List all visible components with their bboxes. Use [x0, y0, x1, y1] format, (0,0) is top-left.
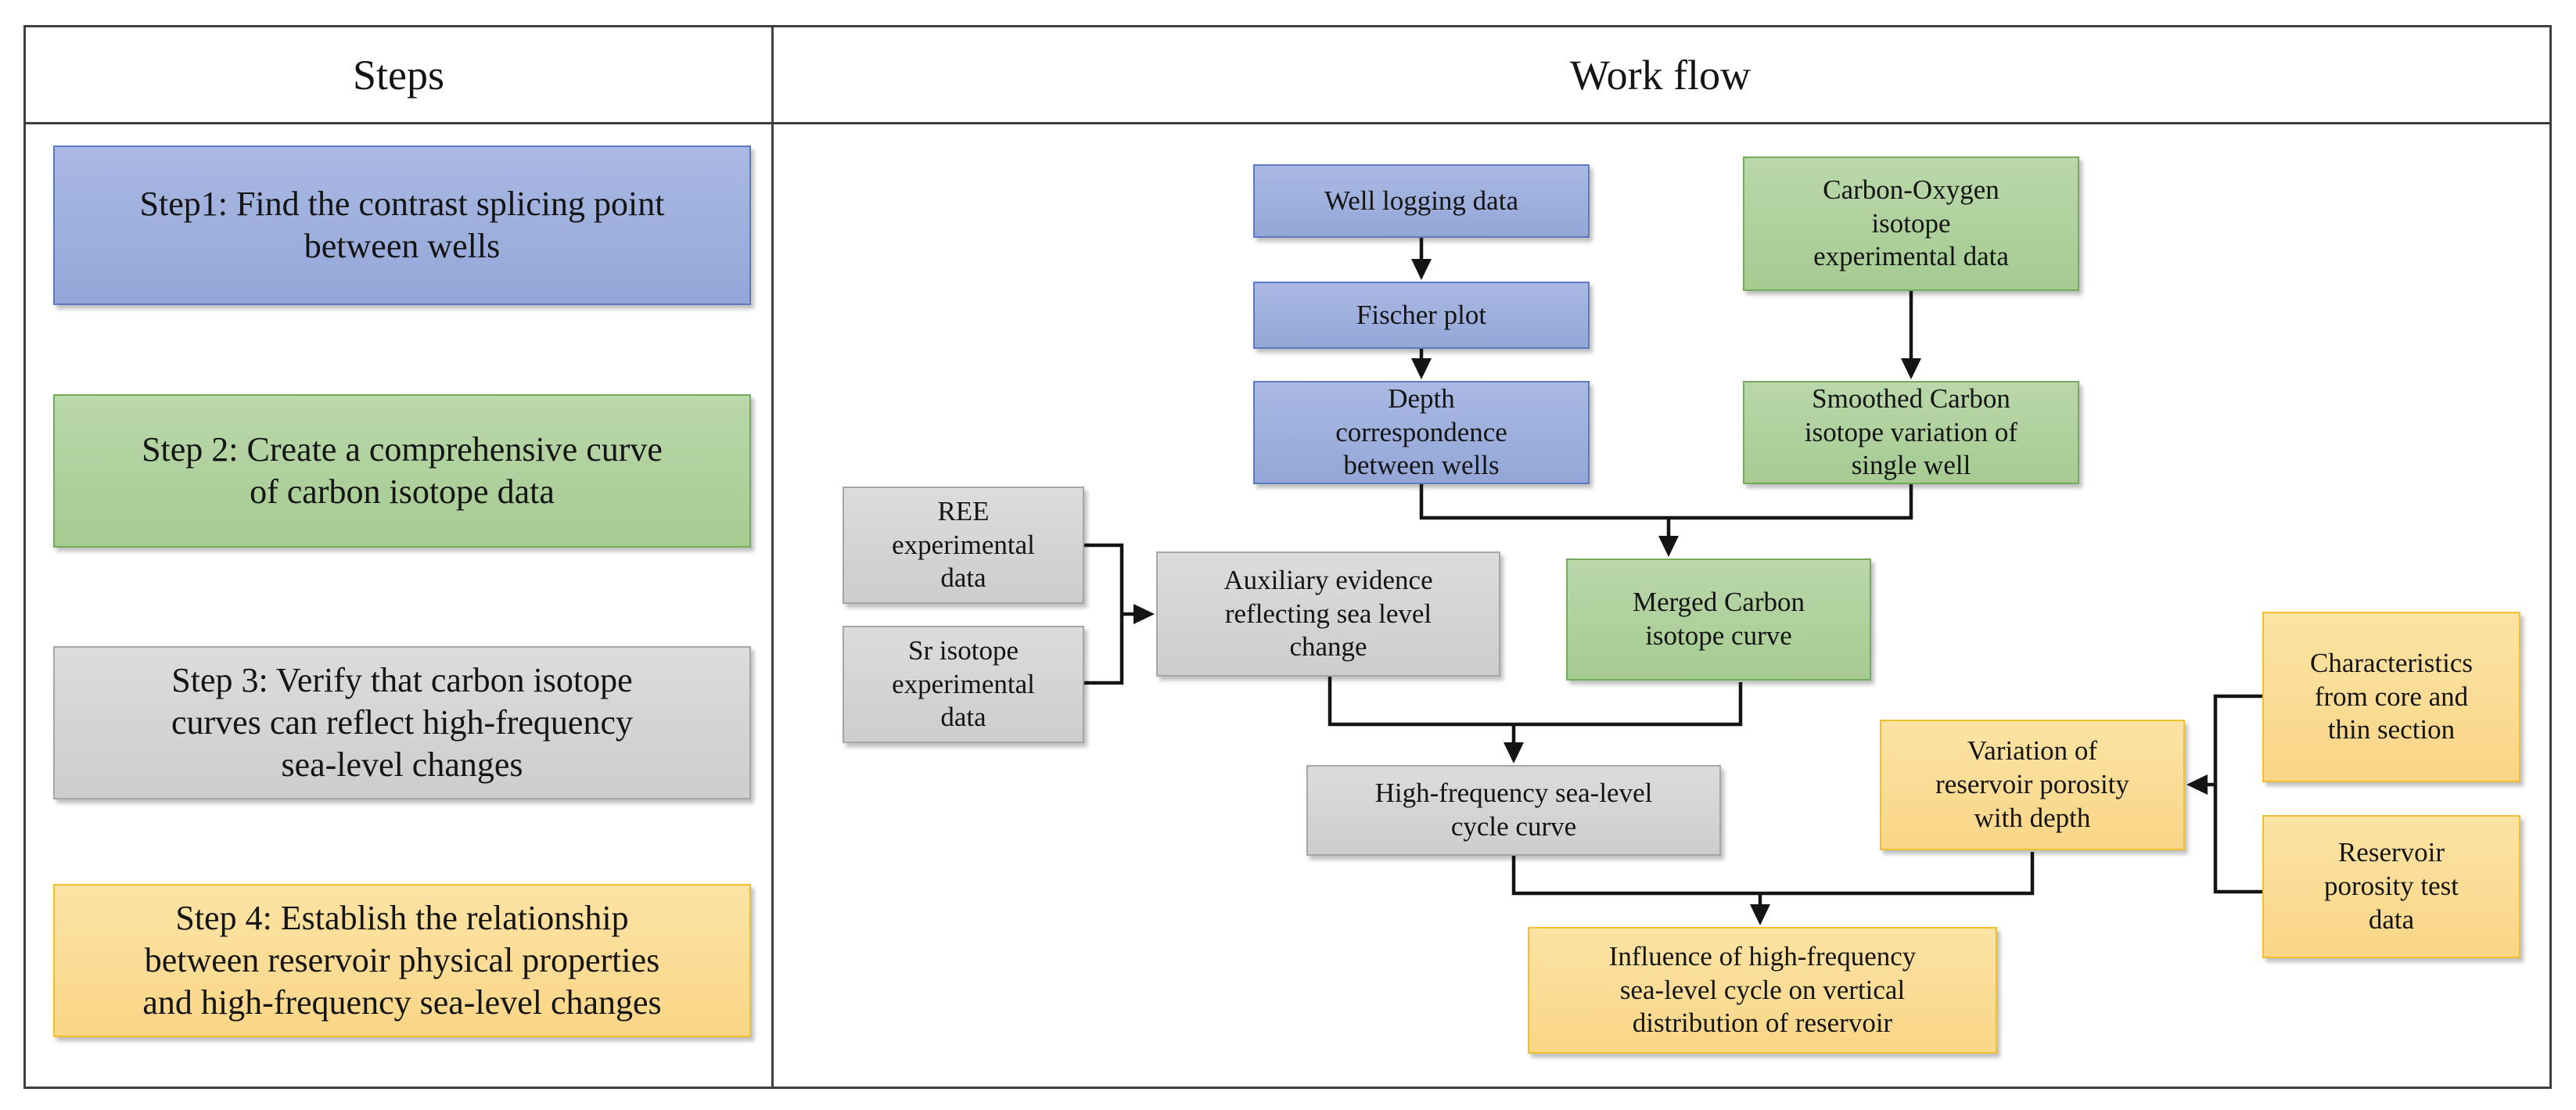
- flow-node-sr-isotope-data: Sr isotope experimental data: [842, 626, 1084, 743]
- flow-node-fischer-plot: Fischer plot: [1253, 282, 1590, 349]
- flow-node-ree-data: REE experimental data: [842, 487, 1084, 604]
- flow-node-smoothed-carbon-isotope: Smoothed Carbon isotope variation of sin…: [1743, 381, 2079, 484]
- step4-box: Step 4: Establish the relationship betwe…: [53, 884, 751, 1037]
- flow-node-porosity-variation: Variation of reservoir porosity with dep…: [1880, 720, 2185, 850]
- flow-node-influence-on-reservoir: Influence of high-frequency sea-level cy…: [1528, 927, 1997, 1054]
- flow-node-reservoir-porosity-data: Reservoir porosity test data: [2262, 815, 2520, 958]
- flow-node-depth-correspondence: Depth correspondence between wells: [1253, 381, 1590, 484]
- step3-box: Step 3: Verify that carbon isotope curve…: [53, 646, 751, 799]
- step1-box: Step1: Find the contrast splicing point …: [53, 145, 751, 305]
- table-column-divider: [771, 25, 774, 1087]
- flow-node-high-frequency-cycle-curve: High-frequency sea-level cycle curve: [1306, 765, 1721, 856]
- flow-node-well-logging-data: Well logging data: [1253, 164, 1590, 238]
- steps-column-header: Steps: [352, 51, 445, 99]
- flow-node-merged-carbon-curve: Merged Carbon isotope curve: [1566, 559, 1871, 681]
- step2-box: Step 2: Create a comprehensive curve of …: [53, 394, 751, 548]
- table-header-divider: [23, 122, 2549, 124]
- workflow-column-header: Work flow: [1569, 51, 1751, 99]
- flow-node-carbon-oxygen-data: Carbon-Oxygen isotope experimental data: [1743, 156, 2079, 291]
- flow-node-auxiliary-evidence: Auxiliary evidence reflecting sea level …: [1156, 551, 1500, 677]
- flow-node-core-thin-section: Characteristics from core and thin secti…: [2262, 612, 2520, 782]
